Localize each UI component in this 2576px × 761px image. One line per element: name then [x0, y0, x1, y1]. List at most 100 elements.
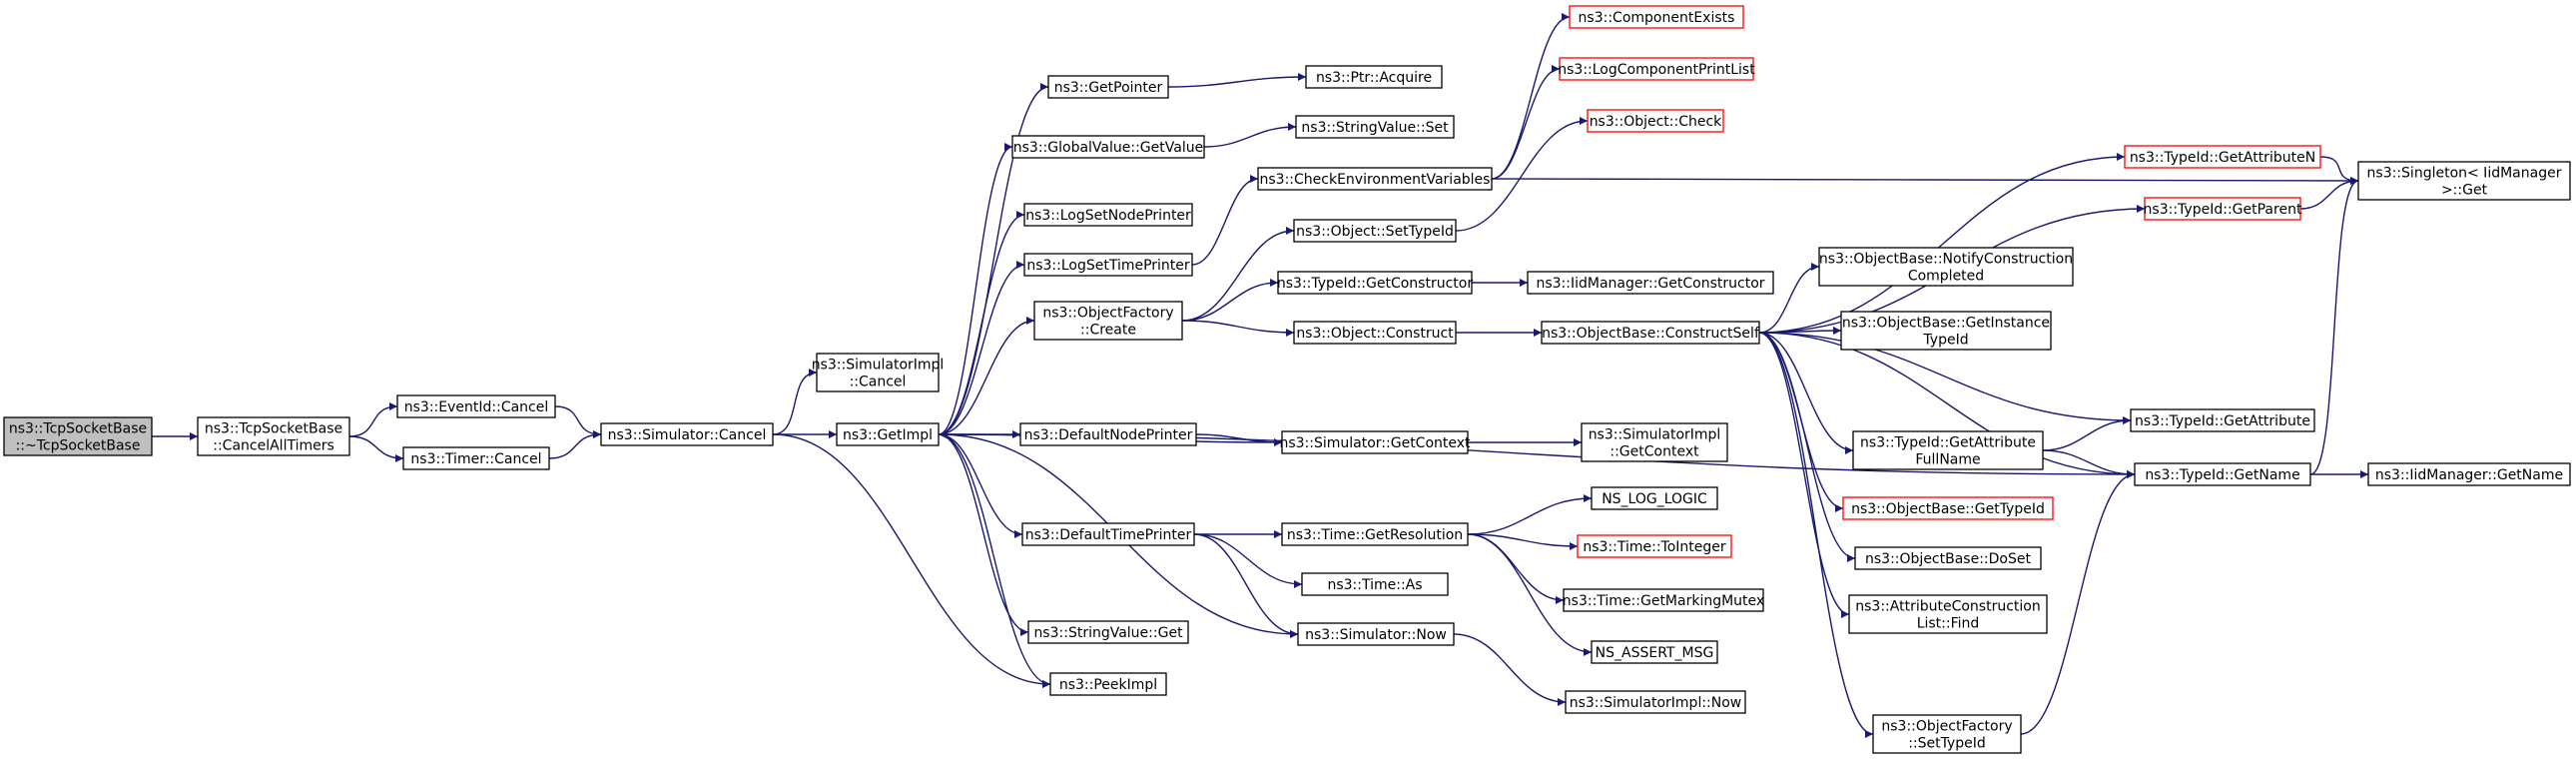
- node-checkEnvVars[interactable]: ns3::CheckEnvironmentVariables: [1257, 167, 1493, 191]
- node-label: ns3::TypeId::GetAttribute: [2135, 413, 2310, 429]
- node-box: [1587, 109, 1724, 133]
- edge-timeGetResolution-to-nsAssertMsg: [1467, 533, 1593, 656]
- node-label: ns3::Simulator::Cancel: [608, 427, 767, 443]
- node-objectConstruct[interactable]: ns3::Object::Construct: [1293, 321, 1457, 345]
- node-label: ns3::Time::GetResolution: [1287, 527, 1463, 543]
- node-getPointer[interactable]: ns3::GetPointer: [1047, 75, 1169, 99]
- node-singletonGet[interactable]: ns3::Singleton< IidManager >::Get: [2357, 161, 2571, 201]
- node-nsLogLogic[interactable]: NS_LOG_LOGIC: [1591, 486, 1718, 510]
- node-logSetNodePrinter[interactable]: ns3::LogSetNodePrinter: [1023, 203, 1193, 227]
- node-peekImpl[interactable]: ns3::PeekImpl: [1049, 672, 1167, 696]
- node-simulatorGetContext[interactable]: ns3::Simulator::GetContext: [1279, 430, 1471, 454]
- node-simulatorNow[interactable]: ns3::Simulator::Now: [1297, 622, 1455, 646]
- node-nsAssertMsg[interactable]: NS_ASSERT_MSG: [1591, 640, 1718, 664]
- node-timeGetResolution[interactable]: ns3::Time::GetResolution: [1281, 522, 1469, 546]
- edge-logSetTimePrinter-to-checkEnvVars: [1191, 175, 1259, 266]
- node-box: [1281, 430, 1469, 454]
- node-typeIdGetConstructor[interactable]: ns3::TypeId::GetConstructor: [1277, 271, 1473, 295]
- node-label: ns3::GlobalValue::GetValue: [1013, 140, 1203, 156]
- node-label: ns3::SimulatorImpl: [812, 358, 945, 374]
- node-label: ns3::ObjectBase::GetInstance: [1842, 316, 2050, 332]
- edge-checkEnvVars-to-logComponentPrintList: [1491, 65, 1561, 180]
- node-box: [1872, 714, 2022, 754]
- node-simulatorCancel[interactable]: ns3::Simulator::Cancel: [600, 422, 774, 446]
- node-label: ns3::TypeId::GetAttributeN: [2130, 150, 2315, 166]
- node-label: NS_ASSERT_MSG: [1596, 645, 1714, 661]
- node-label: ns3::Ptr::Acquire: [1316, 70, 1432, 86]
- node-label: ns3::SimulatorImpl::Now: [1570, 695, 1742, 711]
- node-box: [402, 446, 550, 470]
- node-simImplNow[interactable]: ns3::SimulatorImpl::Now: [1565, 690, 1746, 714]
- node-timerCancel[interactable]: ns3::Timer::Cancel: [402, 446, 550, 470]
- edge-objectBaseConstructSelf-to-objectFactorySetTypeId: [1758, 332, 1874, 738]
- node-objectFactoryCreate[interactable]: ns3::ObjectFactory::Create: [1033, 301, 1183, 341]
- node-label: ns3::AttributeConstruction: [1855, 599, 2040, 615]
- node-label: List::Find: [1917, 616, 1980, 632]
- node-defaultTimePrinter[interactable]: ns3::DefaultTimePrinter: [1021, 522, 1195, 546]
- node-typeIdGetAttribute[interactable]: ns3::TypeId::GetAttribute: [2130, 408, 2315, 432]
- node-box: [1027, 620, 1189, 644]
- node-label: ns3::ObjectBase::NotifyConstruction: [1819, 252, 2073, 268]
- node-notifyConstructionCompleted[interactable]: ns3::ObjectBase::NotifyConstructionCompl…: [1818, 247, 2074, 287]
- node-typeIdGetName[interactable]: ns3::TypeId::GetName: [2134, 462, 2311, 486]
- edge-objectFactoryCreate-to-typeIdGetConstructor: [1181, 279, 1279, 322]
- node-timeToInteger[interactable]: ns3::Time::ToInteger: [1577, 534, 1732, 558]
- edge-checkEnvVars-to-componentExists: [1491, 13, 1571, 180]
- node-label: ns3::LogSetTimePrinter: [1026, 258, 1190, 274]
- node-label: ns3::Object::Check: [1590, 114, 1722, 130]
- node-label: ns3::Simulator::GetContext: [1279, 435, 1471, 451]
- node-label: ::~TcpSocketBase: [16, 438, 141, 454]
- node-cancelAllTimers[interactable]: ns3::TcpSocketBase::CancelAllTimers: [197, 416, 350, 456]
- node-componentExists[interactable]: ns3::ComponentExists: [1569, 5, 1744, 29]
- node-simImplGetContext[interactable]: ns3::SimulatorImpl::GetContext: [1581, 422, 1728, 462]
- node-box: [1591, 486, 1718, 510]
- node-ptrAcquire[interactable]: ns3::Ptr::Acquire: [1305, 65, 1443, 89]
- node-label: ns3::IidManager::GetName: [2375, 467, 2563, 483]
- node-typeIdGetAttributeN[interactable]: ns3::TypeId::GetAttributeN: [2124, 145, 2321, 169]
- edge-objectBaseConstructSelf-to-attrConstructionListFind: [1758, 332, 1850, 618]
- node-stringValueSet[interactable]: ns3::StringValue::Set: [1295, 115, 1455, 139]
- edge-checkEnvVars-to-singletonGet: [1491, 176, 2359, 185]
- node-box: [1019, 422, 1197, 446]
- node-label: ns3::ObjectFactory: [1042, 306, 1173, 322]
- node-iidGetConstructor[interactable]: ns3::IidManager::GetConstructor: [1527, 271, 1774, 295]
- node-stringValueGet[interactable]: ns3::StringValue::Get: [1027, 620, 1189, 644]
- node-label: ns3::GetImpl: [843, 427, 933, 443]
- node-label: ns3::EventId::Cancel: [404, 399, 549, 415]
- node-typeIdGetParent[interactable]: ns3::TypeId::GetParent: [2144, 197, 2302, 221]
- node-label: ns3::ComponentExists: [1579, 10, 1735, 26]
- node-box: [2130, 408, 2315, 432]
- node-logSetTimePrinter[interactable]: ns3::LogSetTimePrinter: [1023, 253, 1193, 277]
- node-objectFactorySetTypeId[interactable]: ns3::ObjectFactory::SetTypeId: [1872, 714, 2022, 754]
- node-box: [1591, 640, 1718, 664]
- node-label: ns3::StringValue::Set: [1301, 120, 1449, 136]
- node-label: ns3::DefaultTimePrinter: [1025, 527, 1192, 543]
- node-objectBaseGetTypeId[interactable]: ns3::ObjectBase::GetTypeId: [1842, 496, 2054, 520]
- node-objectSetTypeId[interactable]: ns3::Object::SetTypeId: [1293, 219, 1457, 243]
- node-label: ns3::TcpSocketBase: [205, 421, 342, 437]
- node-timeAs[interactable]: ns3::Time::As: [1301, 572, 1449, 596]
- edge-timeGetResolution-to-nsLogLogic: [1467, 494, 1593, 535]
- node-box: [1277, 271, 1473, 295]
- node-objectCheck[interactable]: ns3::Object::Check: [1587, 109, 1724, 133]
- node-logComponentPrintList[interactable]: ns3::LogComponentPrintList: [1558, 57, 1755, 81]
- node-label: ns3::GetPointer: [1054, 80, 1163, 96]
- node-label: ::GetContext: [1610, 444, 1699, 460]
- node-iidGetName[interactable]: ns3::IidManager::GetName: [2367, 462, 2571, 486]
- node-getImpl[interactable]: ns3::GetImpl: [836, 422, 940, 446]
- node-box: [1569, 5, 1744, 29]
- node-globalValueGetValue[interactable]: ns3::GlobalValue::GetValue: [1011, 135, 1205, 159]
- node-objectBaseDoSet[interactable]: ns3::ObjectBase::DoSet: [1854, 546, 2042, 570]
- edge-objectBaseConstructSelf-to-typeIdGetName: [1758, 332, 2136, 478]
- node-eventIdCancel[interactable]: ns3::EventId::Cancel: [396, 394, 556, 418]
- node-simImplCancel[interactable]: ns3::SimulatorImpl::Cancel: [812, 353, 945, 392]
- edge-typeIdGetAttributeFullName-to-typeIdGetAttribute: [2042, 416, 2132, 451]
- node-timeGetMarkingMutex[interactable]: ns3::Time::GetMarkingMutex: [1563, 588, 1764, 612]
- node-label: Completed: [1908, 269, 1984, 285]
- node-objectBaseConstructSelf[interactable]: ns3::ObjectBase::ConstructSelf: [1541, 321, 1760, 345]
- node-label: ns3::PeekImpl: [1059, 677, 1157, 693]
- node-defaultNodePrinter[interactable]: ns3::DefaultNodePrinter: [1019, 422, 1197, 446]
